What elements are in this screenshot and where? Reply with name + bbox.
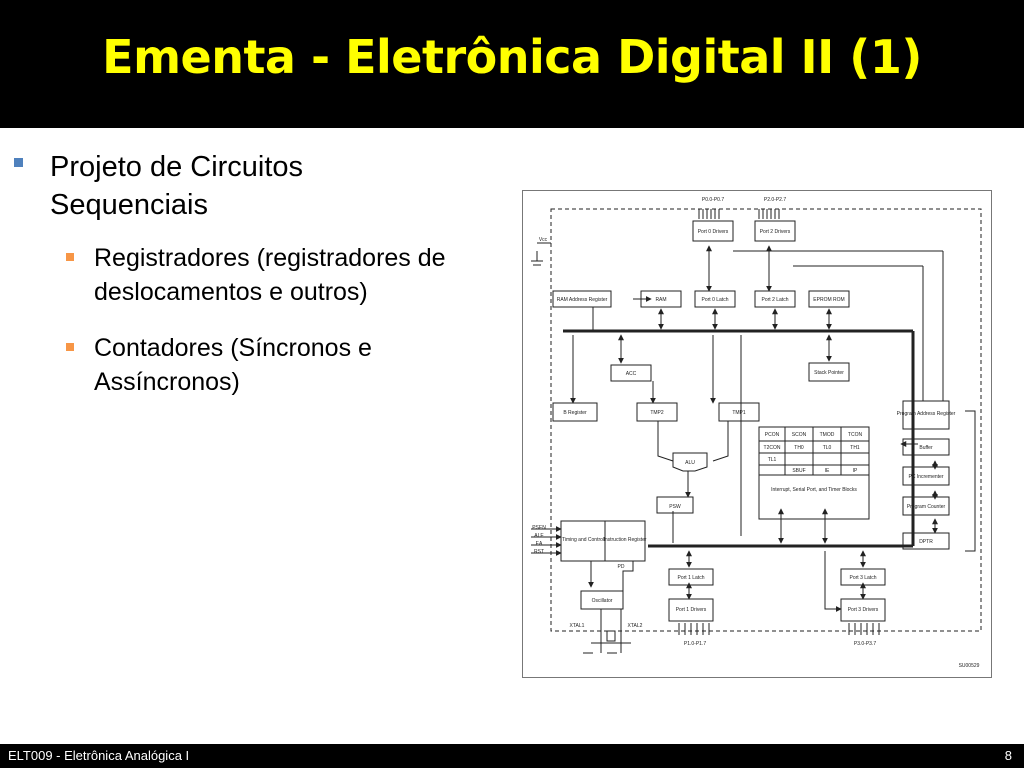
footer-page-number: 8 bbox=[1004, 748, 1012, 763]
diagram-label: RST bbox=[534, 549, 544, 555]
diagram-label: TH1 bbox=[850, 445, 860, 451]
diagram-label: Port 3 Drivers bbox=[848, 607, 879, 613]
bullet-text: Contadores (Síncronos e Assíncronos) bbox=[94, 334, 372, 396]
diagram-label: PCON bbox=[765, 432, 780, 438]
diagram-label: P0.0-P0.7 bbox=[702, 197, 724, 203]
bullet-text: Registradores (registradores de deslocam… bbox=[94, 244, 446, 306]
diagram-label: Port 3 Latch bbox=[850, 575, 877, 581]
diagram-label: Oscillator bbox=[592, 598, 613, 604]
diagram-label: T2CON bbox=[764, 445, 781, 451]
diagram-label: DPTR bbox=[919, 539, 933, 545]
diagram-label: SCON bbox=[792, 432, 807, 438]
diagram-label: SU00529 bbox=[959, 663, 980, 669]
diagram-label: XTAL2 bbox=[628, 623, 643, 629]
diagram-label: PD bbox=[618, 564, 625, 570]
diagram-label: RAM bbox=[655, 297, 666, 303]
diagram-label: TMP2 bbox=[650, 410, 664, 416]
diagram-label: PSW bbox=[669, 504, 681, 510]
diagram-label: XTAL1 bbox=[570, 623, 585, 629]
diagram-label: TL1 bbox=[768, 457, 777, 463]
diagram-label: PC Incrementer bbox=[908, 474, 943, 480]
diagram-label: IE bbox=[825, 468, 830, 474]
footer-course: ELT009 - Eletrônica Analógica I bbox=[8, 748, 190, 763]
diagram-label: B Register bbox=[563, 410, 587, 416]
diagram-label: Port 1 Latch bbox=[678, 575, 705, 581]
diagram-label: P1.0-P1.7 bbox=[684, 641, 706, 647]
diagram-label: TL0 bbox=[823, 445, 832, 451]
diagram-label: TMP1 bbox=[732, 410, 746, 416]
diagram-label: IP bbox=[853, 468, 858, 474]
diagram-label: TMOD bbox=[820, 432, 835, 438]
diagram-label: Program Address Register bbox=[897, 411, 956, 417]
block-diagram-svg: P0.0-P0.7 P2.0-P2.7 Port 0 Drivers Port … bbox=[531, 197, 982, 669]
diagram-label: P3.0-P3.7 bbox=[854, 641, 876, 647]
diagram-label: ALE bbox=[534, 533, 544, 539]
diagram-label: TH0 bbox=[794, 445, 804, 451]
diagram-label: Port 0 Latch bbox=[702, 297, 729, 303]
diagram-label: EA bbox=[536, 541, 543, 547]
diagram-label: Vcc bbox=[539, 237, 548, 243]
diagram-label: TCON bbox=[848, 432, 863, 438]
diagram-label: PSEN bbox=[532, 525, 546, 531]
diagram-label: ACC bbox=[626, 371, 637, 377]
diagram-label: Port 2 Latch bbox=[762, 297, 789, 303]
diagram-label: Port 1 Drivers bbox=[676, 607, 707, 613]
bullet-marker-square bbox=[66, 343, 74, 351]
diagram-label: Interrupt, Serial Port, and Timer Blocks bbox=[771, 487, 857, 493]
footer-bar: ELT009 - Eletrônica Analógica I 8 bbox=[0, 744, 1024, 768]
diagram-label: Port 2 Drivers bbox=[760, 229, 791, 235]
diagram-label: Port 0 Drivers bbox=[698, 229, 729, 235]
diagram-label: EPROM ROM bbox=[813, 297, 844, 303]
bullet-text: Projeto de Circuitos Sequenciais bbox=[50, 151, 304, 221]
bullet-marker-square bbox=[66, 253, 74, 261]
diagram-label: Program Counter bbox=[907, 504, 946, 510]
diagram-label: P2.0-P2.7 bbox=[764, 197, 786, 203]
block-diagram-figure: P0.0-P0.7 P2.0-P2.7 Port 0 Drivers Port … bbox=[522, 190, 992, 678]
diagram-label: Timing and Control bbox=[562, 537, 604, 543]
diagram-label: ALU bbox=[685, 460, 695, 466]
diagram-label: RAM Address Register bbox=[557, 297, 608, 303]
title-bar: Ementa - Eletrônica Digital II (1) bbox=[0, 0, 1024, 128]
diagram-label: SBUF bbox=[792, 468, 805, 474]
slide-title: Ementa - Eletrônica Digital II (1) bbox=[102, 30, 922, 84]
diagram-label: Instruction Register bbox=[603, 537, 646, 543]
diagram-label: Stack Pointer bbox=[814, 370, 844, 376]
bullet-marker-square bbox=[14, 158, 23, 167]
diagram-label: Buffer bbox=[919, 445, 933, 451]
